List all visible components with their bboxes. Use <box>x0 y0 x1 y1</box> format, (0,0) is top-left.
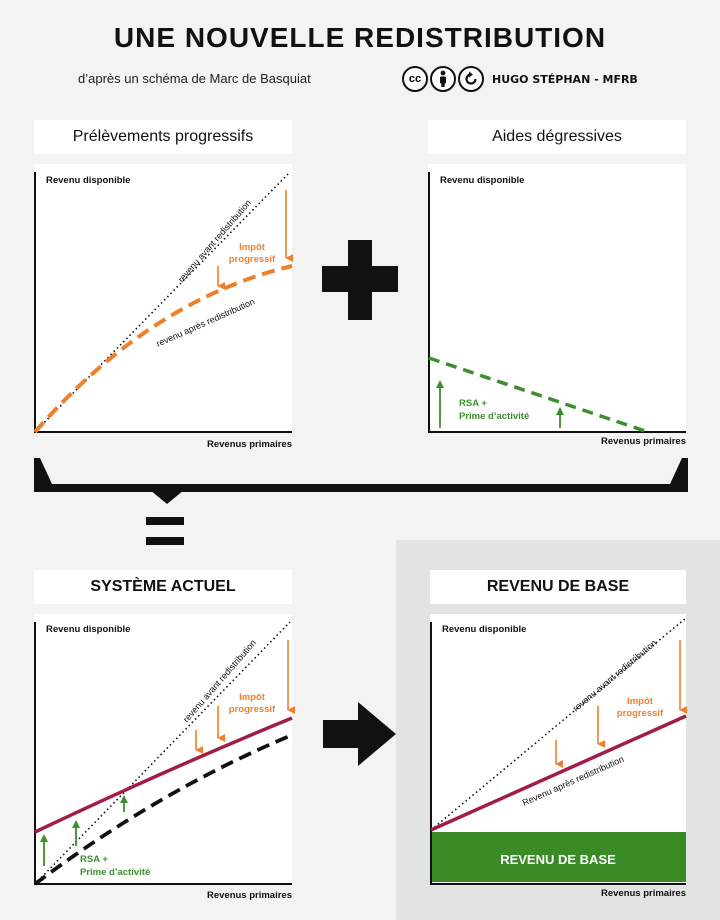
chart-bg <box>34 164 292 432</box>
by-icon <box>430 66 456 92</box>
aid-label-line1: RSA + <box>459 398 487 409</box>
tax-label-line2: progressif <box>229 254 276 265</box>
chart-bg <box>428 164 686 432</box>
line-after-redistribution <box>34 716 293 834</box>
aid-label-line1: RSA + <box>80 854 108 865</box>
y-axis-label: Revenu disponible <box>442 624 526 635</box>
aid-arrow-head <box>556 407 564 415</box>
tax-label-line1: Impôt <box>239 692 266 703</box>
aid-arrow-head <box>436 380 444 388</box>
combining-bracket <box>34 458 688 504</box>
cc-icon: cc <box>402 66 428 92</box>
chart-current: Revenu disponible Revenus primaires reve… <box>33 614 296 901</box>
aid-arrow-head <box>40 834 48 842</box>
line-after-redistribution <box>430 714 687 832</box>
y-axis-label: Revenu disponible <box>46 624 130 635</box>
line-aid-phaseout <box>428 356 649 434</box>
arrow-right-icon <box>323 702 396 766</box>
aid-arrow-head <box>72 820 80 828</box>
tax-label-line1: Impôt <box>239 242 266 253</box>
tax-label-line2: progressif <box>617 708 664 719</box>
tax-label-line2: progressif <box>229 704 276 715</box>
x-axis-label: Revenus primaires <box>207 439 292 450</box>
aid-label-line2: Prime d’activité <box>80 867 150 878</box>
line-before-redistribution <box>430 617 687 831</box>
sa-icon <box>458 66 484 92</box>
line-after-redistribution <box>33 264 293 434</box>
x-axis-label: Revenus primaires <box>601 888 686 899</box>
chart-degressive: Revenu disponible Revenus primaires RSA … <box>428 164 686 447</box>
x-axis-label: Revenus primaires <box>601 436 686 447</box>
license-icons: cc <box>402 66 486 92</box>
panel-title-current: SYSTÈME ACTUEL <box>34 570 292 604</box>
panel-title-progressive: Prélèvements progressifs <box>34 120 292 154</box>
basic-income-bar <box>432 832 686 882</box>
subtitle: d’après un schéma de Marc de Basquiat <box>78 71 311 86</box>
x-axis-label: Revenus primaires <box>207 890 292 901</box>
panel-title-basic: REVENU DE BASE <box>430 570 686 604</box>
chart-progressive: Revenu disponible Revenus primaires reve… <box>33 164 294 450</box>
line-after-tax-only <box>33 733 293 886</box>
equals-icon <box>146 517 184 545</box>
plus-icon <box>322 240 398 320</box>
panel-title-degressive: Aides dégressives <box>428 120 686 154</box>
basic-income-bar-label: REVENU DE BASE <box>500 852 616 867</box>
chart-basic-income: Revenu disponible Revenus primaires REVE… <box>430 614 688 899</box>
y-axis-label: Revenu disponible <box>46 175 130 186</box>
aid-arrow-head <box>120 795 128 803</box>
author-credit: HUGO STÉPHAN - MFRB <box>492 73 638 86</box>
main-title: UNE NOUVELLE REDISTRIBUTION <box>113 22 607 53</box>
chart-bg <box>34 614 292 884</box>
tax-label-line1: Impôt <box>627 696 654 707</box>
y-axis-label: Revenu disponible <box>440 175 524 186</box>
aid-label-line2: Prime d’activité <box>459 411 529 422</box>
